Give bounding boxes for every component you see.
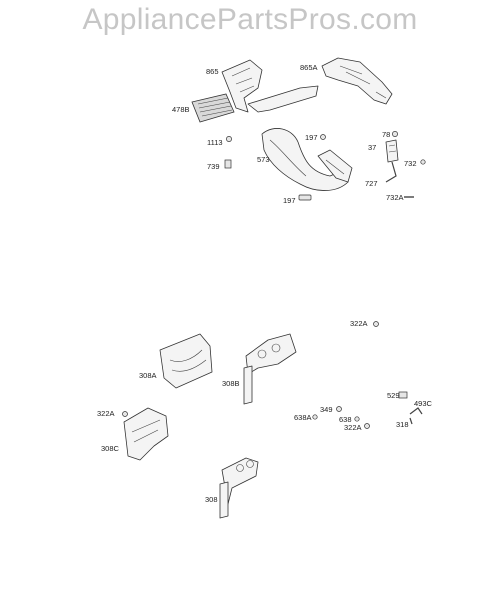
label-322a-top: 322A <box>350 319 368 328</box>
label-638: 638 <box>339 415 352 424</box>
label-493c: 493C <box>414 399 433 408</box>
label-478b: 478B <box>172 105 190 114</box>
label-308c: 308C <box>101 444 120 453</box>
label-349: 349 <box>320 405 333 414</box>
label-197-lower: 197 <box>283 196 296 205</box>
label-197-upper: 197 <box>305 133 318 142</box>
part-732-spring[interactable] <box>420 159 426 165</box>
label-865: 865 <box>206 67 219 76</box>
part-197-bolt-lower[interactable] <box>298 194 312 201</box>
label-37: 37 <box>368 143 376 152</box>
label-322a-left: 322A <box>97 409 115 418</box>
part-493c-bracket[interactable] <box>409 407 423 415</box>
part-727-link[interactable] <box>385 161 397 183</box>
label-732a: 732A <box>386 193 404 202</box>
part-322a-screw-left[interactable] <box>122 411 128 417</box>
part-1113-clip[interactable] <box>226 136 232 142</box>
part-638a-washer[interactable] <box>312 414 318 420</box>
part-739-fastener[interactable] <box>224 159 232 169</box>
label-78: 78 <box>382 130 390 139</box>
label-318: 318 <box>396 420 409 429</box>
part-78-nut[interactable] <box>392 131 398 137</box>
label-573: 573 <box>257 155 270 164</box>
label-638a: 638A <box>294 413 312 422</box>
part-349-nut[interactable] <box>336 406 342 412</box>
label-308b: 308B <box>222 379 240 388</box>
label-739: 739 <box>207 162 220 171</box>
label-529: 529 <box>387 391 400 400</box>
part-529-clip[interactable] <box>398 391 408 399</box>
part-308b-cover[interactable] <box>243 333 297 405</box>
part-37-bracket[interactable] <box>385 139 399 163</box>
watermark-header: AppliancePartsPros.com <box>82 3 418 36</box>
label-1113: 1113 <box>207 138 223 147</box>
label-322a-mid: 322A <box>344 423 362 432</box>
part-308a-cover[interactable] <box>159 333 213 389</box>
label-727: 727 <box>365 179 378 188</box>
part-322a-screw-mid[interactable] <box>364 423 370 429</box>
part-197-bolt-upper[interactable] <box>320 134 326 140</box>
part-318-pin[interactable] <box>409 417 413 425</box>
label-865a: 865A <box>300 63 318 72</box>
part-322a-screw-top[interactable] <box>373 321 379 327</box>
part-638-washer[interactable] <box>354 416 360 422</box>
label-308: 308 <box>205 495 218 504</box>
part-865a-panel[interactable] <box>321 57 393 105</box>
part-308c-cover[interactable] <box>123 407 169 461</box>
part-865-shroud[interactable] <box>221 59 319 113</box>
part-478b-grille[interactable] <box>191 93 235 123</box>
label-732: 732 <box>404 159 417 168</box>
label-308a: 308A <box>139 371 157 380</box>
part-573-housing[interactable] <box>261 128 353 191</box>
part-308-cover[interactable] <box>219 457 259 519</box>
